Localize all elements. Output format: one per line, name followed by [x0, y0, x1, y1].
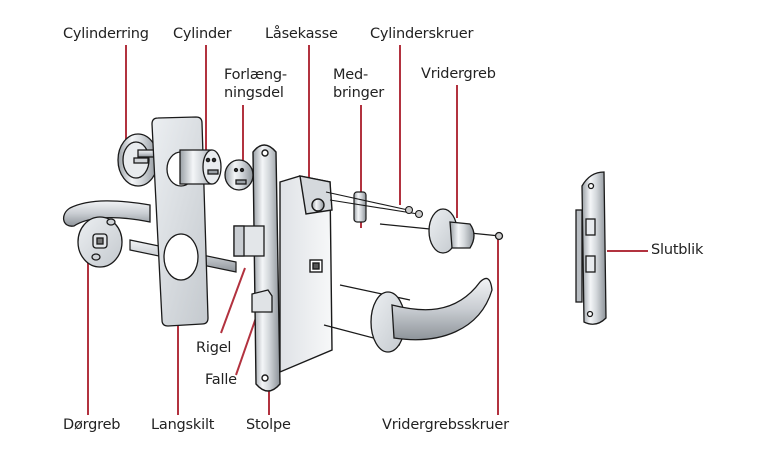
- cylinder-part: [179, 149, 222, 185]
- label-rigel: Rigel: [196, 340, 232, 356]
- label-stolpe: Stolpe: [246, 417, 291, 433]
- long-plate-part: [151, 116, 209, 327]
- label-langskilt: Langskilt: [151, 417, 215, 433]
- door-handle-left-part: [63, 200, 151, 268]
- label-vridergreb: Vridergreb: [421, 66, 496, 82]
- lock-case-part: [279, 175, 333, 374]
- label-doergreb: Dørgreb: [63, 417, 121, 433]
- follower-part: [353, 191, 367, 223]
- label-cylinderring: Cylinderring: [63, 26, 149, 42]
- label-falle: Falle: [205, 372, 237, 388]
- door-handle-right-part: [323, 277, 493, 353]
- label-cylinder: Cylinder: [173, 26, 232, 42]
- extension-part: [224, 159, 254, 191]
- thumb-turn-part: [379, 208, 504, 254]
- label-slutblik: Slutblik: [651, 242, 704, 258]
- label-laasekasse: Låsekasse: [265, 26, 338, 42]
- label-cylinderskruer: Cylinderskruer: [370, 26, 474, 42]
- label-forlaengningsdel-line2: ningsdel: [224, 85, 284, 101]
- cylinder-ring-part: [117, 133, 163, 187]
- strike-plate-part: [575, 171, 607, 325]
- label-medbringer-line1: Med-: [333, 67, 369, 83]
- cylinder-screws-part: [325, 191, 424, 219]
- label-forlaengningsdel-line1: Forlæng-: [224, 67, 287, 83]
- faceplate-part: [252, 144, 281, 392]
- latch-part: [251, 289, 273, 313]
- label-medbringer-line2: bringer: [333, 85, 385, 101]
- bolt-part: [233, 225, 265, 257]
- leader-rigel: [220, 267, 246, 334]
- label-vridergrebsskruer: Vridergrebsskruer: [382, 417, 509, 433]
